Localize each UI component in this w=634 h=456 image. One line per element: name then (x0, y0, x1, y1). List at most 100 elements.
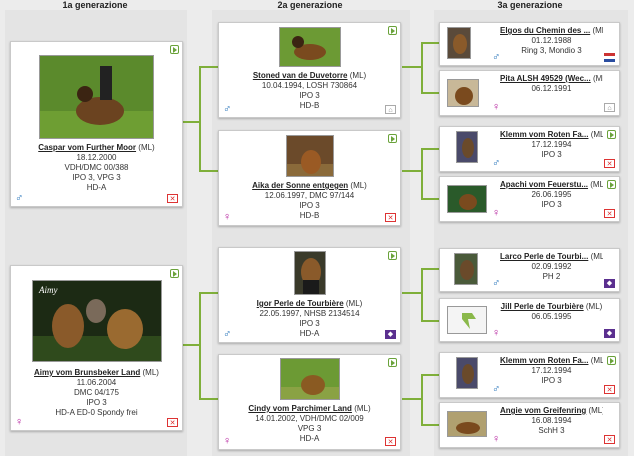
info-line: VPG 3 (297, 424, 322, 433)
dog-card-gen2[interactable]: Cindy vom Parchimer Land (ML) 14.01.2002… (218, 354, 401, 450)
dog-photo[interactable]: Aimy (31, 280, 162, 362)
dog-card-gen1-sire[interactable]: Caspar vom Further Moor (ML) 18.12.2000 … (10, 41, 183, 207)
placeholder-photo-icon[interactable] (447, 306, 487, 334)
dog-card-gen3[interactable]: Klemm vom Roten Fa... (ML) 17.12.1994IPO… (439, 126, 620, 172)
dog-name-link[interactable]: Aika der Sonne entgegen (252, 181, 349, 190)
male-icon: ♂ (223, 328, 232, 340)
info-line: IPO 3 (541, 376, 562, 385)
dog-name-link[interactable]: Cindy vom Parchimer Land (248, 404, 352, 413)
registry-label: (ML) (138, 143, 155, 152)
info-line: PH 2 (542, 272, 561, 281)
dog-photo[interactable] (278, 27, 341, 67)
registry-label: (ML) (142, 368, 159, 377)
male-icon: ♂ (492, 51, 501, 63)
registry-label: (ML) (354, 404, 371, 413)
female-icon: ♀ (492, 101, 501, 113)
registry-label: (ML) (590, 252, 603, 261)
dog-name-link[interactable]: Stoned van de Duvetorre (252, 71, 348, 80)
dog-photo[interactable] (279, 358, 340, 400)
female-icon: ♀ (492, 207, 501, 219)
club-badge-icon[interactable]: ✕ (385, 213, 396, 222)
dog-card-gen2[interactable]: Aika der Sonne entgegen (ML) 12.06.1997,… (218, 130, 401, 226)
info-line: IPO 3, VPG 3 (72, 173, 121, 182)
dog-name-link[interactable]: Pita ALSH 49529 (Wec... (500, 74, 591, 83)
dog-card-gen3[interactable]: Larco Perle de Tourbi... (ML) 02.09.1992… (439, 248, 620, 292)
play-icon[interactable] (607, 180, 616, 189)
dog-name-link[interactable]: Klemm vom Roten Fa... (500, 130, 589, 139)
registry-label: (ML) (590, 130, 603, 139)
play-icon[interactable] (607, 130, 616, 139)
dog-card-gen2[interactable]: Stoned van de Duvetorre (ML) 10.04.1994,… (218, 22, 401, 118)
dog-name-link[interactable]: Elgos du Chemin des ... (500, 26, 591, 35)
info-line: IPO 3 (541, 150, 562, 159)
dog-photo[interactable] (447, 27, 471, 59)
club-badge-icon[interactable]: ✕ (604, 435, 615, 444)
dog-name-link[interactable]: Aimy vom Brunsbeker Land (34, 368, 141, 377)
dog-card-gen1-dam[interactable]: Aimy Aimy vom Brunsbeker Land (ML) 11.06… (10, 265, 183, 431)
dog-name-link[interactable]: Apachi vom Feuerstu... (500, 180, 589, 189)
dog-photo[interactable] (447, 185, 487, 213)
registry-label: (ML) (590, 180, 603, 189)
club-badge-icon[interactable]: ✕ (385, 437, 396, 446)
dog-name-link[interactable]: Angie vom Greifenring (500, 406, 587, 415)
club-badge-icon[interactable]: ✕ (167, 418, 178, 427)
info-line: HD-B (299, 211, 320, 220)
dog-card-gen3[interactable]: Pita ALSH 49529 (Wec... (ML) 06.12.1991 … (439, 70, 620, 116)
club-badge-icon[interactable]: ✕ (604, 209, 615, 218)
dog-card-gen3[interactable]: Angie vom Greifenring (ML) 16.08.1994Sch… (439, 402, 620, 448)
dog-card-gen3[interactable]: Elgos du Chemin des ... (ML) 01.12.1988R… (439, 22, 620, 66)
club-badge-icon[interactable]: ◆ (604, 279, 615, 288)
dog-name-link[interactable]: Klemm vom Roten Fa... (500, 356, 589, 365)
club-badge-icon[interactable]: ✕ (604, 159, 615, 168)
club-badge-icon[interactable]: ◆ (604, 329, 615, 338)
dog-name-link[interactable]: Jill Perle de Tourbière (500, 302, 584, 311)
info-line: IPO 3 (299, 319, 320, 328)
female-icon: ♀ (223, 211, 232, 223)
info-line: 14.01.2002, VDH/DMC 02/009 (255, 414, 364, 423)
dog-card-gen3[interactable]: Apachi vom Feuerstu... (ML) 26.06.1995IP… (439, 176, 620, 222)
play-icon[interactable] (388, 358, 397, 367)
club-badge-icon[interactable]: ⌂ (385, 105, 396, 114)
dog-card-gen2[interactable]: Igor Perle de Tourbière (ML) 22.05.1997,… (218, 247, 401, 343)
play-icon[interactable] (170, 269, 179, 278)
info-line: 01.12.1988 (531, 36, 572, 45)
play-icon[interactable] (607, 356, 616, 365)
dog-photo[interactable] (285, 135, 334, 177)
play-icon[interactable] (388, 134, 397, 143)
play-icon[interactable] (388, 251, 397, 260)
dog-photo[interactable] (447, 411, 487, 437)
male-icon: ♂ (492, 383, 501, 395)
dog-card-gen3[interactable]: Jill Perle de Tourbière (ML) 06.05.1995 … (439, 298, 620, 342)
female-icon: ♀ (223, 435, 232, 447)
club-badge-icon[interactable]: ✕ (167, 194, 178, 203)
info-line: 12.06.1997, DMC 97/144 (264, 191, 355, 200)
play-icon[interactable] (388, 26, 397, 35)
info-line: IPO 3 (86, 398, 107, 407)
dog-photo[interactable] (454, 253, 478, 285)
country-flag-icon[interactable] (604, 53, 615, 62)
male-icon: ♂ (492, 277, 501, 289)
info-line: SchH 3 (538, 426, 565, 435)
dog-photo[interactable] (39, 55, 154, 139)
dog-card-gen3[interactable]: Klemm vom Roten Fa... (ML) 17.12.1994IPO… (439, 352, 620, 398)
info-line: 22.05.1997, NHSB 2134514 (259, 309, 360, 318)
registry-label: (ML) (345, 299, 363, 308)
club-badge-icon[interactable]: ◆ (385, 330, 396, 339)
female-icon: ♀ (492, 433, 501, 445)
dog-photo[interactable] (447, 79, 479, 107)
info-line: 18.12.2000 (76, 153, 117, 162)
dog-photo[interactable] (456, 131, 478, 163)
club-badge-icon[interactable]: ⌂ (604, 103, 615, 112)
info-line: 06.05.1995 (531, 312, 572, 321)
play-icon[interactable] (170, 45, 179, 54)
club-badge-icon[interactable]: ✕ (604, 385, 615, 394)
registry-label: (ML) (349, 71, 367, 80)
dog-name-link[interactable]: Larco Perle de Tourbi... (500, 252, 589, 261)
info-line: DMC 04/175 (74, 388, 119, 397)
dog-name-link[interactable]: Caspar vom Further Moor (38, 143, 137, 152)
dog-photo[interactable] (293, 251, 326, 295)
dog-name-link[interactable]: Igor Perle de Tourbière (256, 299, 344, 308)
info-line: 10.04.1994, LOSH 730864 (261, 81, 358, 90)
dog-photo[interactable] (456, 357, 478, 389)
registry-label: (ML) (585, 302, 603, 311)
